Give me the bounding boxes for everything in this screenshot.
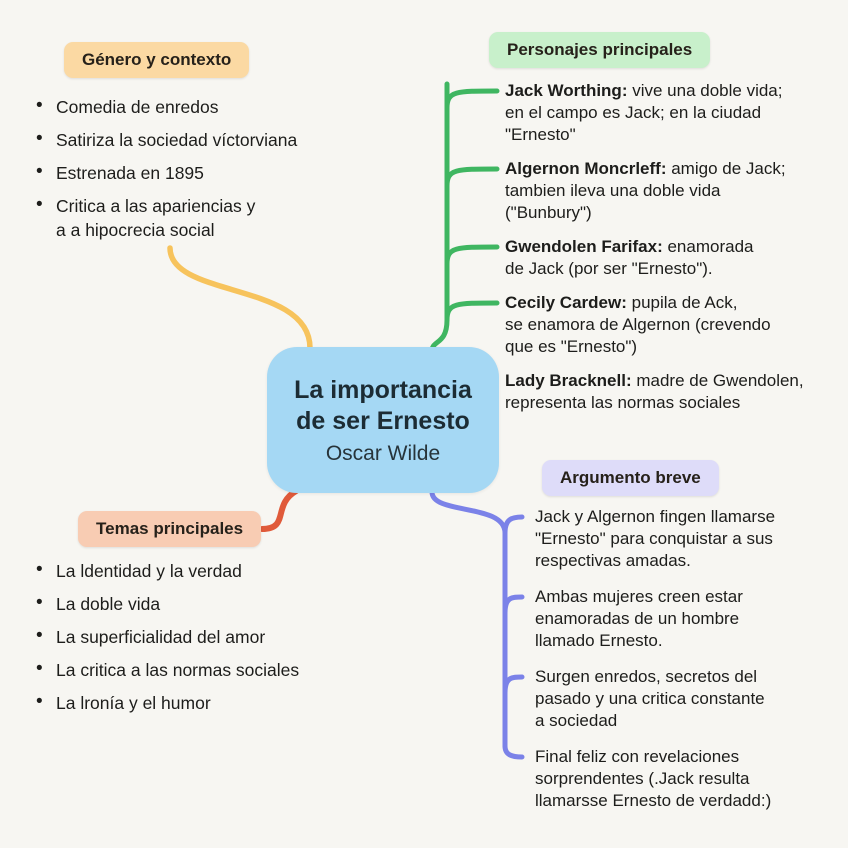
list-item: La doble vida: [34, 591, 374, 616]
central-topic-node: La importancia de ser Ernesto Oscar Wild…: [267, 347, 499, 493]
central-topic-author: Oscar Wilde: [325, 441, 441, 465]
character-desc: pupila de Ack, se enamora de Algernon (c…: [505, 293, 771, 356]
personajes-branch-trunk: [429, 81, 450, 353]
character-desc: madre de Gwendolen, representa las norma…: [505, 371, 804, 412]
list-item: La ldentidad y la verdad: [34, 558, 374, 583]
genero-list: Comedia de enredos Satiriza la sociedad …: [34, 94, 364, 251]
character-name: Lady Bracknell:: [505, 371, 632, 390]
personajes-branch-tick: [444, 300, 500, 323]
personajes-list: Jack Worthing: vive una doble vida; en e…: [505, 80, 845, 426]
list-item: Jack Worthing: vive una doble vida; en e…: [505, 80, 845, 146]
personajes-branch-tick: [444, 88, 500, 111]
list-item: Final feliz con revelaciones sorprendent…: [535, 747, 772, 810]
argumento-branch-tick: [502, 674, 525, 696]
argumento-branch-trunk: [429, 489, 508, 749]
list-item: Comedia de enredos: [34, 94, 364, 119]
branch-label-genero: Género y contexto: [64, 42, 250, 78]
argumento-branch-tick: [502, 594, 525, 616]
list-item: Lady Bracknell: madre de Gwendolen, repr…: [505, 370, 845, 414]
branch-label-personajes: Personajes principales: [489, 32, 711, 68]
central-topic-title: La importancia de ser Ernesto: [294, 375, 472, 435]
branch-label-argumento: Argumento breve: [542, 460, 719, 496]
list-item: Algernon Moncrleff: amigo de Jack; tambi…: [505, 158, 845, 224]
character-name: Gwendolen Farifax:: [505, 237, 663, 256]
temas-list: La ldentidad y la verdad La doble vida L…: [34, 558, 374, 724]
branch-label-temas: Temas principales: [78, 511, 262, 547]
list-item: Estrenada en 1895: [34, 160, 364, 185]
character-name: Cecily Cardew:: [505, 293, 627, 312]
argumento-branch-tick: [502, 514, 525, 536]
character-name: Jack Worthing:: [505, 81, 628, 100]
list-item: Jack y Algernon fingen llamarse "Ernesto…: [535, 507, 776, 570]
list-item: La superficialidad del amor: [34, 624, 374, 649]
temas-branch-line: [259, 488, 299, 532]
list-item: Ambas mujeres creen estar enamoradas de …: [535, 587, 743, 650]
personajes-branch-tick: [444, 166, 500, 189]
list-item: Satiriza la sociedad víctorviana: [34, 127, 364, 152]
character-desc: amigo de Jack; tambien ileva una doble v…: [505, 159, 786, 222]
list-item: Gwendolen Farifax: enamorada de Jack (po…: [505, 236, 845, 280]
argumento-branch-tick: [502, 743, 525, 760]
list-item: Critica a las apariencias y a a hipocrec…: [34, 193, 364, 242]
list-item: La critica a las normas sociales: [34, 657, 374, 682]
character-desc: enamorada de Jack (por ser "Ernesto").: [505, 237, 754, 278]
genero-branch-line: [167, 245, 313, 351]
character-desc: vive una doble vida; en el campo es Jack…: [505, 81, 783, 144]
list-item: Cecily Cardew: pupila de Ack, se enamora…: [505, 292, 845, 358]
personajes-branch-tick: [444, 244, 500, 267]
list-item: Surgen enredos, secretos del pasado y un…: [535, 667, 765, 730]
list-item: La lronía y el humor: [34, 690, 374, 715]
argumento-list: Jack y Algernon fingen llamarse "Ernesto…: [535, 506, 848, 826]
character-name: Algernon Moncrleff:: [505, 159, 667, 178]
